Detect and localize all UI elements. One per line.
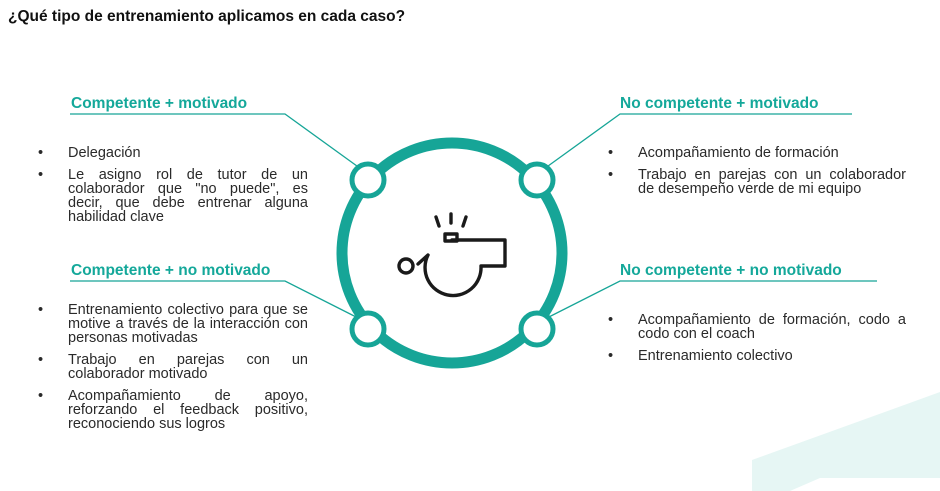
bullet-dot: •	[608, 312, 614, 328]
list-item: • Trabajo en parejas con un colaborador …	[38, 352, 308, 382]
list-competente-no-motivado: • Entrenamiento colectivo para que se mo…	[38, 303, 308, 439]
connector-bottom-left	[70, 280, 369, 324]
heading-no-competente-no-motivado: No competente + no motivado	[620, 262, 842, 279]
node-bottom-left	[349, 310, 387, 348]
bullet-dot: •	[38, 167, 44, 183]
bullet-dot: •	[38, 145, 44, 161]
connector-top-right	[536, 113, 852, 175]
list-item: • Entrenamiento colectivo para que se mo…	[38, 302, 308, 346]
node-top-left	[349, 161, 387, 199]
list-no-competente-motivado: • Acompañamiento de formación • Trabajo …	[608, 146, 906, 204]
node-top-right	[518, 161, 556, 199]
list-item: • Acompañamiento de apoyo, reforzando el…	[38, 388, 308, 432]
heading-no-competente-motivado: No competente + motivado	[620, 95, 819, 112]
center-ring	[336, 137, 568, 369]
heading-competente-no-motivado: Competente + no motivado	[71, 262, 271, 279]
bullet-dot: •	[38, 302, 44, 318]
list-item: • Acompañamiento de formación, codo a co…	[608, 312, 906, 342]
bullet-dot: •	[608, 348, 614, 364]
connector-top-left	[70, 113, 369, 175]
list-item: • Le asigno rol de tutor de un colaborad…	[38, 167, 308, 225]
list-item: • Delegación	[38, 145, 141, 161]
corner-decoration	[752, 392, 940, 491]
connector-lines	[70, 113, 877, 324]
whistle-icon	[397, 212, 507, 298]
bullet-dot: •	[608, 145, 614, 161]
list-competente-motivado: • Delegación • Le asigno rol de tutor de…	[38, 146, 308, 232]
node-bottom-right	[518, 310, 556, 348]
bullet-dot: •	[38, 352, 44, 368]
list-item: • Entrenamiento colectivo	[608, 348, 793, 364]
list-item: • Acompañamiento de formación	[608, 145, 839, 161]
list-item: • Trabajo en parejas con un colaborador …	[608, 167, 906, 197]
connector-bottom-right	[536, 280, 877, 324]
heading-competente-motivado: Competente + motivado	[71, 95, 248, 112]
list-no-competente-no-motivado: • Acompañamiento de formación, codo a co…	[608, 313, 906, 371]
bullet-dot: •	[608, 167, 614, 183]
bullet-dot: •	[38, 388, 44, 404]
page-title: ¿Qué tipo de entrenamiento aplicamos en …	[8, 8, 406, 25]
